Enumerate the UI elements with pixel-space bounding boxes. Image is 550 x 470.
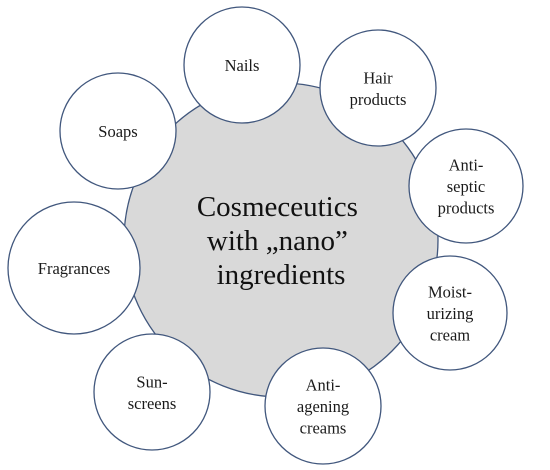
satellite-label-nails: Nails <box>225 56 260 75</box>
satellite-label-line: creams <box>300 419 347 438</box>
satellite-node-antiseptic-products: Anti-septic products <box>408 128 524 244</box>
satellite-node-soaps: Soaps <box>59 72 177 190</box>
center-label-line: with „nano” <box>207 225 348 257</box>
satellite-circle-anti-ageing-creams <box>264 347 382 465</box>
satellite-label-moisturizing-cream: Moist-urizing cream <box>427 283 474 345</box>
satellite-label-hair-products: Hair products <box>350 68 407 109</box>
satellite-label-sunscreens: Sun-screens <box>128 372 177 413</box>
satellite-circle-soaps <box>59 72 177 190</box>
satellite-node-moisturizing-cream: Moist-urizing cream <box>392 255 508 371</box>
satellite-label-line: Anti- <box>449 156 484 175</box>
satellite-circle-antiseptic-products <box>408 128 524 244</box>
satellite-circle-sunscreens <box>93 333 211 451</box>
satellite-circle-fragrances <box>7 201 141 335</box>
satellite-node-nails: Nails <box>183 6 301 124</box>
satellite-node-hair-products: Hair products <box>319 29 437 147</box>
satellite-label-line: Fragrances <box>38 259 110 278</box>
satellite-label-line: cream <box>430 326 470 345</box>
satellite-label-line: products <box>350 90 407 109</box>
satellite-label-line: Anti- <box>306 376 341 395</box>
center-label: Cosmeceutics with „nano” ingredients <box>197 191 365 291</box>
satellite-circle-hair-products <box>319 29 437 147</box>
satellite-label-line: screens <box>128 394 177 413</box>
satellite-label-soaps: Soaps <box>98 122 137 141</box>
satellite-label-line: agening <box>297 397 349 416</box>
satellite-node-anti-ageing-creams: Anti-agening creams <box>264 347 382 465</box>
satellite-label-line: Soaps <box>98 122 137 141</box>
center-label-line: Cosmeceutics <box>197 191 358 223</box>
satellite-label-line: Sun- <box>136 372 167 391</box>
satellite-node-sunscreens: Sun-screens <box>93 333 211 451</box>
satellite-circle-nails <box>183 6 301 124</box>
satellite-label-anti-ageing-creams: Anti-agening creams <box>297 376 349 438</box>
satellite-label-line: Moist- <box>428 283 472 302</box>
center-label-line: ingredients <box>217 259 346 291</box>
satellite-label-fragrances: Fragrances <box>38 259 110 278</box>
satellite-circle-moisturizing-cream <box>392 255 508 371</box>
satellite-label-line: Hair <box>363 68 393 87</box>
satellite-label-line: urizing <box>427 304 474 323</box>
satellite-node-fragrances: Fragrances <box>7 201 141 335</box>
satellite-label-line: Nails <box>225 56 260 75</box>
satellite-label-antiseptic-products: Anti-septic products <box>438 156 495 218</box>
satellite-label-line: products <box>438 199 495 218</box>
satellite-label-line: septic <box>447 177 486 196</box>
